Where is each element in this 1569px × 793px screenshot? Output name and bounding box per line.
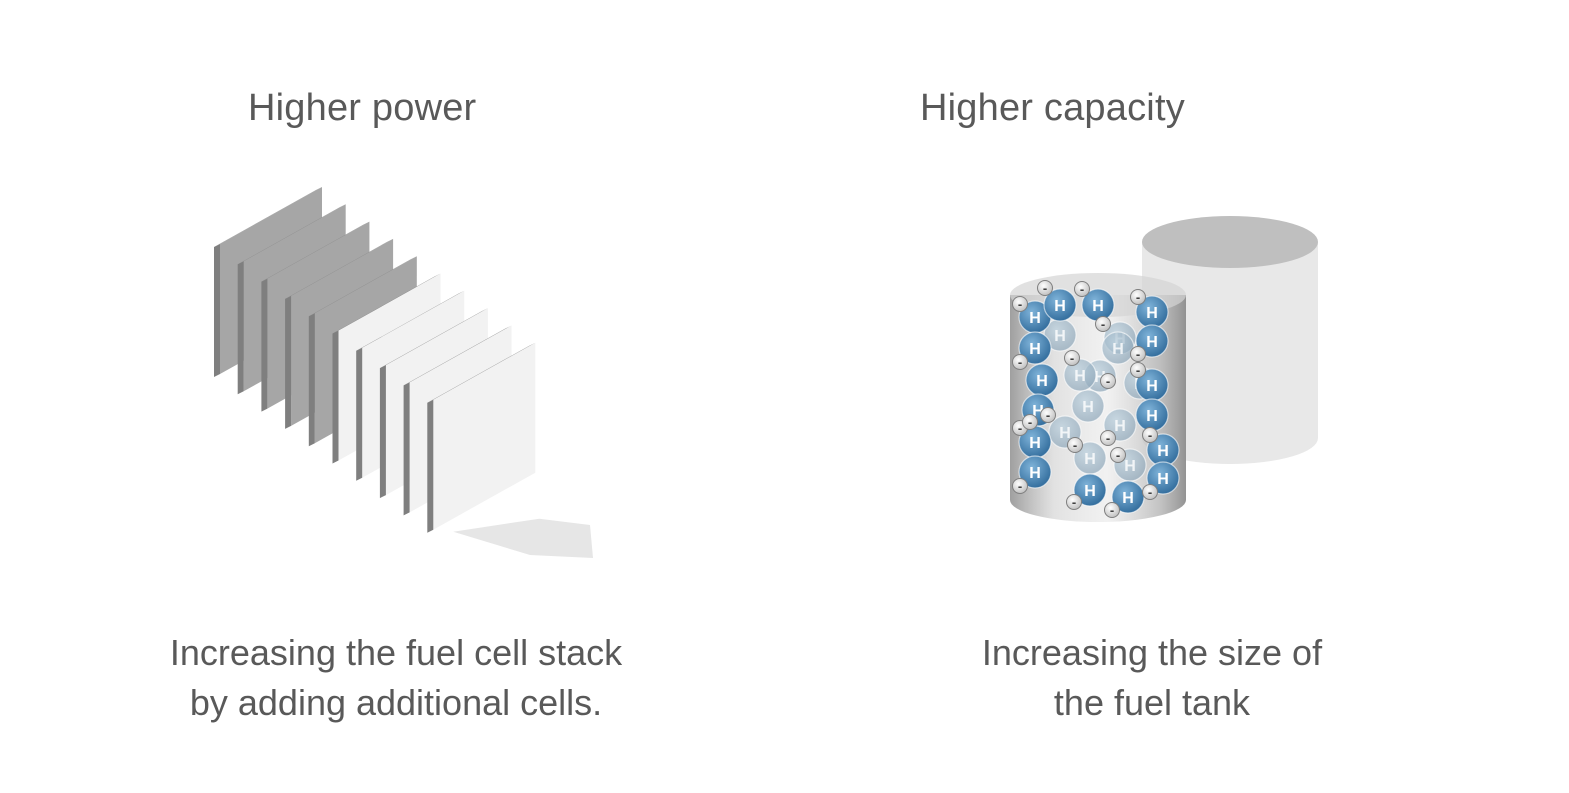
stack-shadow	[453, 518, 593, 558]
svg-text:H: H	[1036, 373, 1048, 390]
svg-text:H: H	[1092, 298, 1104, 315]
hydrogen-atom: H	[1018, 331, 1052, 365]
svg-text:H: H	[1029, 465, 1041, 482]
svg-text:-: -	[1136, 347, 1140, 362]
fuel-cell-stack-icon	[214, 187, 593, 558]
svg-text:-: -	[1148, 428, 1152, 443]
svg-text:-: -	[1101, 317, 1105, 332]
electron: -	[1142, 484, 1158, 500]
hydrogen-atom: H	[1101, 331, 1135, 365]
svg-text:-: -	[1106, 374, 1110, 389]
svg-text:H: H	[1084, 451, 1096, 468]
svg-text:-: -	[1106, 431, 1110, 446]
svg-text:H: H	[1146, 305, 1158, 322]
electron: -	[1104, 502, 1120, 518]
svg-text:H: H	[1082, 399, 1094, 416]
electron: -	[1022, 414, 1038, 430]
electron: -	[1012, 296, 1028, 312]
svg-text:-: -	[1116, 448, 1120, 463]
svg-text:-: -	[1070, 351, 1074, 366]
electron: -	[1040, 407, 1056, 423]
hydrogen-molecules: HHHHHHHHHHHHHHHHHHHHHHHHHHH-------------…	[1012, 280, 1180, 518]
electron: -	[1066, 494, 1082, 510]
stack-caption-line-2: by adding additional cells.	[189, 682, 603, 723]
electron: -	[1074, 281, 1090, 297]
electron: -	[1130, 346, 1146, 362]
svg-text:H: H	[1074, 368, 1086, 385]
svg-text:-: -	[1073, 438, 1077, 453]
hydrogen-atom: H	[1073, 441, 1107, 475]
svg-text:H: H	[1029, 310, 1041, 327]
svg-text:H: H	[1146, 334, 1158, 351]
higher-capacity-heading: Higher capacity	[920, 87, 1185, 129]
electron: -	[1012, 478, 1028, 494]
hydrogen-atom: H	[1071, 389, 1105, 423]
svg-text:-: -	[1018, 297, 1022, 312]
electron: -	[1012, 354, 1028, 370]
hydrogen-atom: H	[1025, 363, 1059, 397]
svg-text:H: H	[1124, 458, 1136, 475]
hydrogen-atom: H	[1043, 288, 1077, 322]
svg-text:-: -	[1018, 355, 1022, 370]
stack-plates	[214, 187, 536, 533]
stack-caption: Increasing the fuel cell stack by adding…	[96, 628, 696, 728]
svg-text:H: H	[1157, 443, 1169, 460]
svg-text:-: -	[1018, 421, 1022, 436]
svg-text:-: -	[1080, 282, 1084, 297]
svg-text:H: H	[1084, 483, 1096, 500]
large-tank-top	[1142, 216, 1318, 268]
electron: -	[1130, 362, 1146, 378]
hydrogen-atom: H	[1018, 455, 1052, 489]
svg-text:H: H	[1032, 403, 1044, 420]
svg-text:-: -	[1136, 290, 1140, 305]
hydrogen-tank-icon: HHHHHHHHHHHHHHHHHHHHHHHHHHH-------------…	[1010, 216, 1318, 522]
hydrogen-atom: H	[1135, 398, 1169, 432]
hydrogen-atom: H	[1063, 358, 1097, 392]
svg-text:-: -	[1028, 415, 1032, 430]
svg-text:H: H	[1112, 341, 1124, 358]
svg-text:H: H	[1029, 341, 1041, 358]
electron: -	[1064, 350, 1080, 366]
hydrogen-atom: H	[1111, 480, 1145, 514]
electron: -	[1130, 289, 1146, 305]
svg-text:H: H	[1157, 471, 1169, 488]
hydrogen-atom: H	[1073, 473, 1107, 507]
svg-text:-: -	[1018, 479, 1022, 494]
svg-text:H: H	[1029, 435, 1041, 452]
svg-text:-: -	[1043, 281, 1047, 296]
svg-text:-: -	[1136, 363, 1140, 378]
svg-text:H: H	[1122, 490, 1134, 507]
svg-text:-: -	[1148, 485, 1152, 500]
electron: -	[1110, 447, 1126, 463]
tank-caption-line-2: the fuel tank	[1053, 682, 1251, 723]
higher-power-heading: Higher power	[248, 87, 477, 129]
svg-text:H: H	[1054, 298, 1066, 315]
electron: -	[1037, 280, 1053, 296]
tank-caption-line-1: Increasing the size of	[981, 632, 1323, 673]
electron: -	[1142, 427, 1158, 443]
stack-shadow-shape	[453, 518, 593, 558]
tank-caption: Increasing the size of the fuel tank	[852, 628, 1452, 728]
electron: -	[1100, 430, 1116, 446]
stack-caption-line-1: Increasing the fuel cell stack	[169, 632, 623, 673]
svg-text:-: -	[1110, 503, 1114, 518]
fuel-cell-plate	[427, 342, 536, 533]
electron: -	[1100, 373, 1116, 389]
electron: -	[1067, 437, 1083, 453]
svg-text:H: H	[1054, 328, 1066, 345]
svg-text:H: H	[1059, 425, 1071, 442]
svg-text:H: H	[1094, 369, 1106, 386]
svg-text:-: -	[1072, 495, 1076, 510]
electron: -	[1095, 316, 1111, 332]
svg-text:H: H	[1114, 418, 1126, 435]
svg-text:H: H	[1146, 378, 1158, 395]
svg-text:-: -	[1046, 408, 1050, 423]
svg-text:H: H	[1146, 408, 1158, 425]
